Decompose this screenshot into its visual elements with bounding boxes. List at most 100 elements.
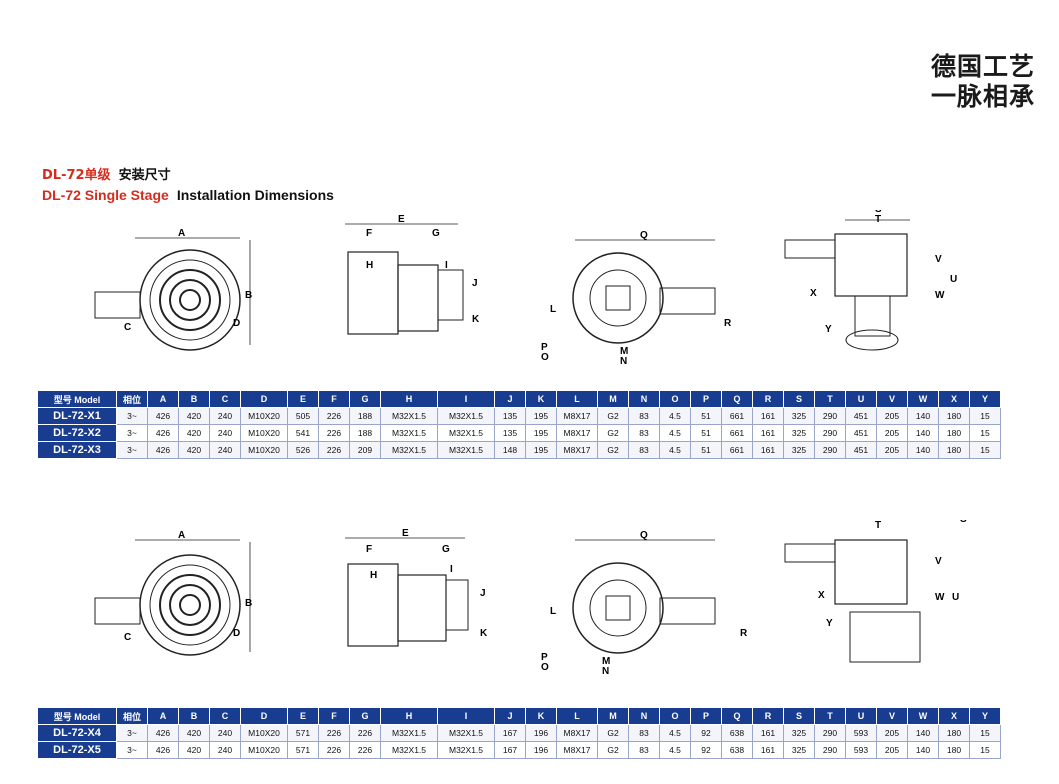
svg-text:E: E [398,214,405,225]
heading-en-title: Installation Dimensions [176,187,334,203]
dimension-cell: 188 [349,407,381,425]
slogan: 德国工艺 一脉相承 [931,52,1035,112]
model-cell: DL-72-X5 [37,741,117,759]
dimension-cell: 196 [525,741,557,759]
svg-text:O: O [541,352,549,363]
model-cell: DL-72-X4 [37,724,117,742]
dimension-cell: M10X20 [240,441,288,459]
svg-text:T: T [875,520,881,531]
heading-cn-model: DL-72单级 [42,168,111,183]
svg-text:C: C [124,322,131,333]
svg-text:X: X [818,590,825,601]
dimension-cell: 325 [783,724,815,742]
dimension-cell: 161 [752,424,784,442]
dimension-cell: 638 [721,724,753,742]
dimension-cell: 226 [318,441,350,459]
right-view-drawing-2: S T V U W X Y [784,520,967,663]
svg-text:W: W [935,290,945,301]
dim-label: A [178,228,185,239]
dimension-cell: 180 [938,724,970,742]
svg-text:H: H [370,570,377,581]
dimension-cell: 290 [814,724,846,742]
dimension-cell: 426 [147,741,179,759]
svg-text:B: B [245,290,252,301]
dimension-cell: 167 [494,724,526,742]
dimension-cell: 140 [907,441,939,459]
dimension-cell: 148 [494,441,526,459]
svg-text:J: J [480,588,486,599]
svg-text:O: O [541,662,549,673]
dimension-cell: 83 [628,407,660,425]
dimension-cell: M8X17 [556,741,598,759]
back-view-drawing: Q L M N O P R [541,230,732,367]
dimension-cell: M32X1.5 [437,407,495,425]
dimension-cell: 205 [876,724,908,742]
dimension-cell: M10X20 [240,424,288,442]
dimension-cell: 167 [494,741,526,759]
dimension-cell: 161 [752,441,784,459]
dimension-cell: G2 [597,424,629,442]
dimension-cell: M32X1.5 [437,441,495,459]
dimension-cell: 161 [752,724,784,742]
header-phase: 相位 [116,707,148,725]
dimension-cell: 15 [969,724,1001,742]
dimension-cell: 451 [845,424,877,442]
svg-text:N: N [620,356,627,367]
svg-text:P: P [541,652,548,663]
dimension-cell: 3~ [116,741,148,759]
svg-text:L: L [550,606,556,617]
dimension-cell: 140 [907,724,939,742]
svg-text:G: G [432,228,440,239]
dimension-cell: 3~ [116,407,148,425]
dimension-cell: 4.5 [659,724,691,742]
dimension-cell: M32X1.5 [437,424,495,442]
dimension-cell: 205 [876,441,908,459]
svg-text:N: N [602,666,609,677]
model-cell: DL-72-X1 [37,407,117,425]
svg-text:R: R [724,318,732,329]
dimension-cell: 505 [287,407,319,425]
dimension-cell: 205 [876,407,908,425]
dimension-cell: 240 [209,741,241,759]
dimension-cell: 140 [907,407,939,425]
dimension-cell: 4.5 [659,424,691,442]
svg-text:X: X [810,288,817,299]
dimensions-table-bottom: 型号 Model 相位 A B C D E F G H I J K L M N … [37,707,1001,759]
dimension-cell: 161 [752,741,784,759]
dimension-cell: 325 [783,407,815,425]
svg-text:M: M [620,346,628,357]
dimension-cell: M32X1.5 [437,724,495,742]
svg-text:Y: Y [825,324,832,335]
table-header-row: 型号 Model 相位 A B C D E F G H I J K L M N … [37,390,1001,408]
svg-text:A: A [178,530,185,541]
dimension-cell: 180 [938,407,970,425]
dimension-cell: M32X1.5 [380,424,438,442]
dimension-cell: 196 [525,724,557,742]
slogan-line-2: 一脉相承 [930,82,1035,111]
dimension-cell: 593 [845,724,877,742]
dimension-cell: 240 [209,407,241,425]
dimension-cell: 92 [690,724,722,742]
svg-text:E: E [402,528,409,539]
dimension-cell: 240 [209,724,241,742]
dimension-cell: 226 [318,741,350,759]
dimension-cell: 180 [938,741,970,759]
technical-drawings-bottom: A B C D E F G H I J K Q L M N [94,520,967,677]
heading-cn-title: 安装尺寸 [118,168,171,183]
dimension-cell: 51 [690,424,722,442]
dimension-cell: 426 [147,407,179,425]
right-view-drawing: S T V U W X Y [784,210,957,351]
model-cell: DL-72-X2 [37,424,117,442]
svg-text:V: V [935,556,942,567]
svg-text:T: T [875,214,881,225]
dimension-cell: 426 [147,441,179,459]
dimension-cell: M8X17 [556,724,598,742]
dimension-cell: 83 [628,424,660,442]
dimension-cell: 140 [907,741,939,759]
drawings-top: A B C D E F G H I J K Q L M [40,210,1040,370]
svg-text:U: U [950,274,957,285]
svg-text:F: F [366,544,372,555]
dimension-cell: 135 [494,407,526,425]
